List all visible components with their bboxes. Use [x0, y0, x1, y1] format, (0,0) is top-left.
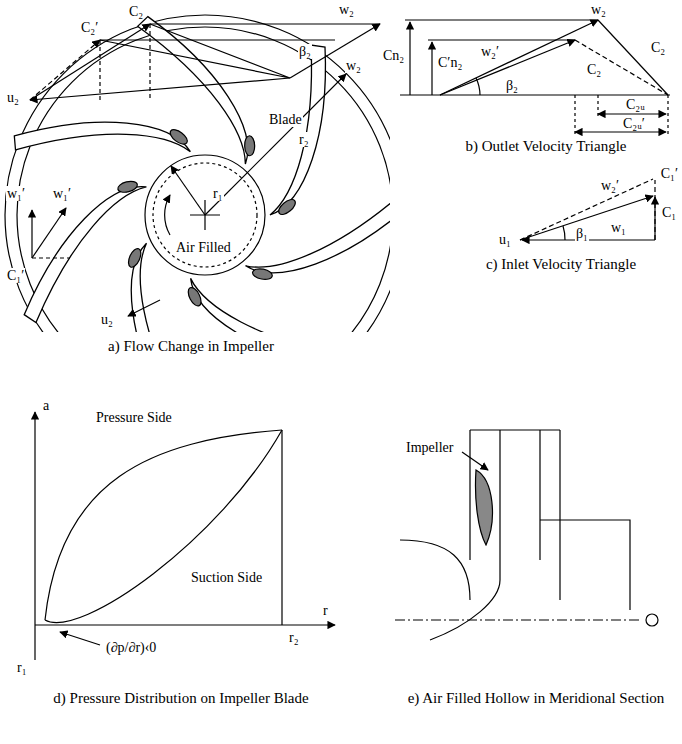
meridional-arrow	[431, 42, 432, 95]
blade-shape	[244, 160, 390, 311]
leader-arrow	[60, 632, 100, 645]
angle-arc	[563, 226, 565, 240]
suction-curve	[45, 430, 282, 623]
meridional-section	[395, 430, 658, 640]
symbol-label: w₁′	[6, 186, 26, 201]
axis-line	[395, 619, 640, 620]
projection-line	[100, 24, 150, 100]
symbol-label: Suction Side	[190, 570, 263, 585]
velocity-vector	[654, 180, 655, 240]
symbol-label: C₂ᵤ	[625, 97, 646, 112]
parallelogram-line	[100, 24, 380, 40]
panel-caption: b) Outlet Velocity Triangle	[415, 138, 677, 155]
symbol-label: Cn₂	[382, 48, 405, 63]
dimension-arrow	[598, 113, 666, 114]
velocity-vector	[32, 208, 66, 258]
leader-arrow	[462, 452, 488, 470]
symbol-label: w₂	[338, 2, 355, 17]
casing-outline	[540, 520, 630, 610]
symbol-label: Air Filled	[175, 240, 232, 255]
symbol-label: C₁	[661, 205, 677, 220]
pressure-curve	[45, 430, 282, 620]
projection-line	[575, 95, 668, 134]
inlet-curve	[430, 580, 500, 640]
dimension-arrow	[575, 131, 666, 132]
radius-arrow	[205, 74, 346, 215]
symbol-label: r₂	[298, 132, 310, 147]
symbol-label: w₂′	[480, 44, 500, 59]
symbol-label: u₂	[6, 90, 20, 105]
meridional-arrow	[409, 22, 410, 95]
velocity-vector	[32, 257, 70, 258]
velocity-vector	[128, 300, 160, 316]
symbol-label: r	[322, 603, 329, 618]
level-line	[405, 20, 598, 40]
outlet-line	[281, 430, 282, 625]
panel-caption: c) Inlet Velocity Triangle	[445, 256, 677, 273]
axis	[35, 624, 335, 625]
axis	[34, 412, 35, 660]
symbol-label: C₁′	[660, 166, 679, 181]
outlet-triangle	[400, 20, 670, 134]
blade-shape	[270, 45, 325, 217]
velocity-vector	[30, 24, 150, 100]
symbol-label: β₂	[505, 78, 519, 93]
symbol-label: w₂	[590, 2, 607, 17]
air-hollow	[475, 470, 492, 545]
symbol-label: C₂	[586, 62, 602, 77]
panel-caption: a) Flow Change in Impeller	[40, 338, 342, 355]
rotation-arrow	[165, 195, 170, 235]
velocity-vector	[30, 78, 290, 100]
velocity-vector	[440, 20, 598, 95]
symbol-label: β₁	[575, 226, 589, 241]
velocity-vector	[100, 24, 290, 78]
symbol-label: C₁′	[6, 268, 25, 283]
angle-arc	[476, 78, 480, 95]
symbol-label: w₂′	[600, 178, 620, 193]
symbol-label: C′n₂	[437, 55, 463, 70]
panel-caption: e) Air Filled Hollow in Meridional Secti…	[395, 690, 677, 707]
outer-ring	[5, 15, 390, 332]
symbol-label: w₁′	[52, 186, 72, 201]
inlet-curve	[400, 540, 470, 600]
velocity-vector	[290, 24, 380, 78]
symbol-label: r₂	[288, 630, 300, 645]
symbol-label: C₂	[128, 4, 144, 19]
symbol-label: w₁	[610, 220, 627, 235]
symbol-label: Impeller	[405, 440, 454, 455]
velocity-vector	[30, 40, 100, 100]
impeller-drawing	[5, 15, 390, 332]
symbol-label: β₂	[298, 44, 312, 59]
symbol-label: r₁	[16, 660, 28, 675]
impeller-outline	[470, 430, 560, 580]
velocity-vector	[31, 210, 32, 258]
symbol-label: w₂	[345, 58, 362, 73]
symbol-label: Pressure Side	[95, 410, 173, 425]
shaft-circle	[646, 614, 658, 626]
blade-shape	[23, 161, 147, 332]
blade-shape	[112, 15, 281, 165]
panel-caption: d) Pressure Distribution on Impeller Bla…	[30, 690, 332, 707]
symbol-label: u₁	[498, 232, 512, 247]
blade-shape	[176, 278, 356, 332]
symbol-label: a	[42, 398, 50, 413]
symbol-label: C₂ᵤ′	[622, 116, 646, 131]
radius-arrow	[171, 166, 205, 215]
symbol-label: C₂	[650, 40, 666, 55]
velocity-vector	[575, 40, 668, 95]
velocity-vector	[598, 20, 668, 95]
symbol-label: (∂p/∂r)‹0	[105, 640, 157, 655]
pressure-graph	[35, 412, 335, 660]
symbol-label: Blade	[268, 112, 303, 127]
symbol-label: C₂′	[80, 20, 99, 35]
symbol-label: r₁	[212, 186, 224, 201]
blade-shape	[12, 97, 192, 190]
symbol-label: u₂	[100, 312, 114, 327]
